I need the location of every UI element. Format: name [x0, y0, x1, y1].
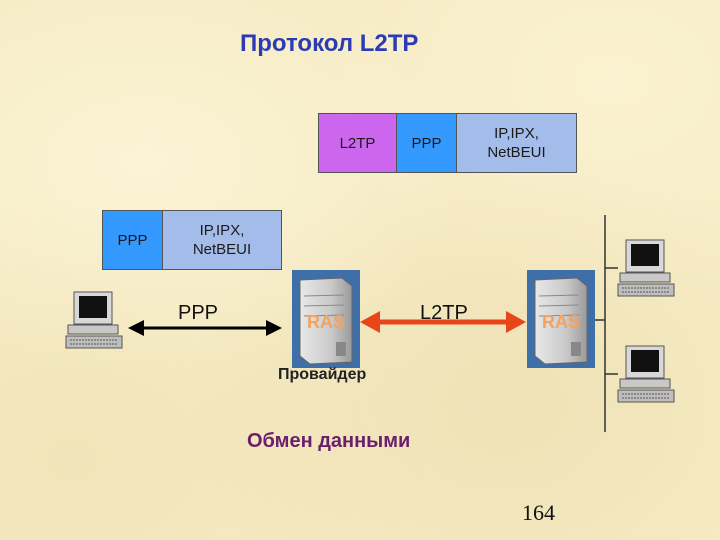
ppp-link-label: PPP	[178, 302, 219, 324]
stack-cell-ppp: PPP	[397, 114, 457, 172]
data-exchange-caption: Обмен данными	[247, 430, 411, 452]
l2tp-link-label: L2TP	[420, 302, 468, 324]
stack-cell-ip: IP,IPX, NetBEUI	[163, 211, 281, 269]
provider-label: Провайдер	[278, 366, 367, 383]
ras-label: RAS	[307, 312, 345, 332]
page-number: 164	[522, 500, 555, 525]
server-icon: RAS	[527, 270, 595, 368]
server-icon: RAS	[292, 270, 360, 368]
ras-label: RAS	[542, 312, 580, 332]
stack-cell-l2tp: L2TP	[319, 114, 397, 172]
ppp-link-arrow	[128, 320, 282, 336]
page-title: Протокол L2TP	[240, 30, 419, 57]
left-protocol-stack: PPP IP,IPX, NetBEUI	[102, 210, 282, 270]
computer-icon	[65, 291, 123, 349]
top-protocol-stack: L2TP PPP IP,IPX, NetBEUI	[318, 113, 577, 173]
l2tp-link-arrow	[360, 311, 526, 333]
computer-icon	[617, 239, 675, 297]
stack-cell-ip: IP,IPX, NetBEUI	[457, 114, 576, 172]
stack-cell-ppp: PPP	[103, 211, 163, 269]
computer-icon	[617, 345, 675, 403]
